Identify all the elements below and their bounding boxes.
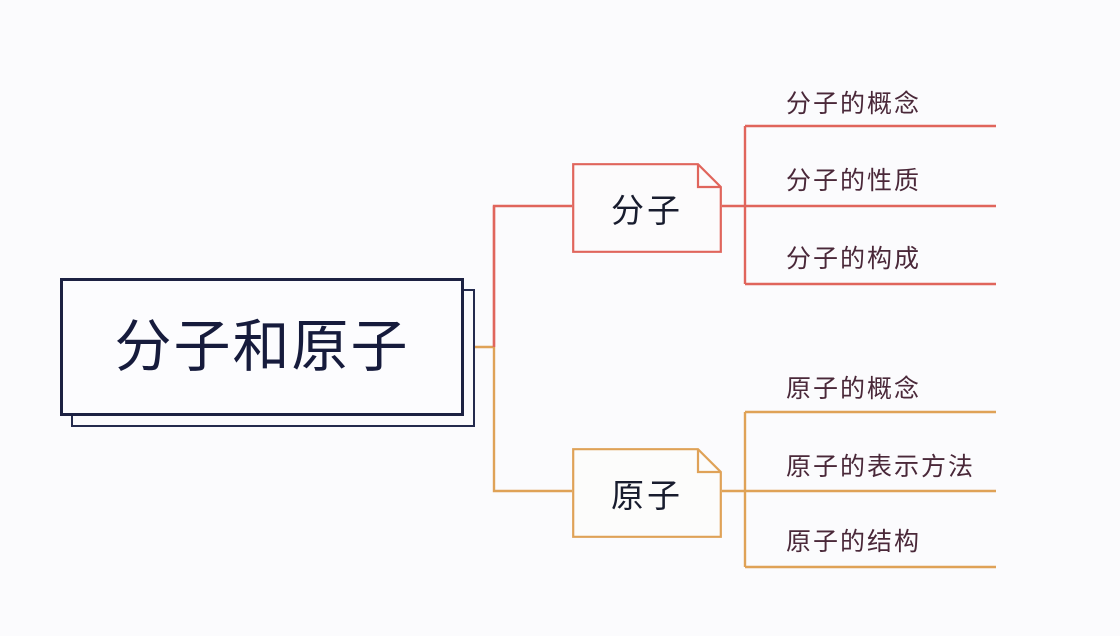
branch-node-molecule-label: 分子 <box>611 191 683 230</box>
branch-node-atom-label: 原子 <box>611 476 683 515</box>
leaf-label-molecule-concept[interactable]: 分子的概念 <box>786 89 922 118</box>
root-node[interactable]: 分子和原子 <box>60 278 475 427</box>
leaf-label-atom-notation[interactable]: 原子的表示方法 <box>786 452 976 481</box>
leaf-label-molecule-properties[interactable]: 分子的性质 <box>786 166 922 195</box>
leaf-label-molecule-composition[interactable]: 分子的构成 <box>786 244 922 273</box>
connector-root-to-molecule <box>492 204 572 347</box>
leaf-label-atom-concept[interactable]: 原子的概念 <box>786 374 922 403</box>
folded-card-icon <box>572 163 722 253</box>
branch-node-atom[interactable]: 原子 <box>572 448 722 538</box>
leaf-label-atom-structure[interactable]: 原子的结构 <box>786 527 922 556</box>
connector-root-to-atom <box>492 347 572 493</box>
branch-node-molecule[interactable]: 分子 <box>572 163 722 253</box>
root-node-box[interactable]: 分子和原子 <box>60 278 464 416</box>
folded-card-icon <box>572 448 722 538</box>
root-node-label: 分子和原子 <box>114 313 410 380</box>
